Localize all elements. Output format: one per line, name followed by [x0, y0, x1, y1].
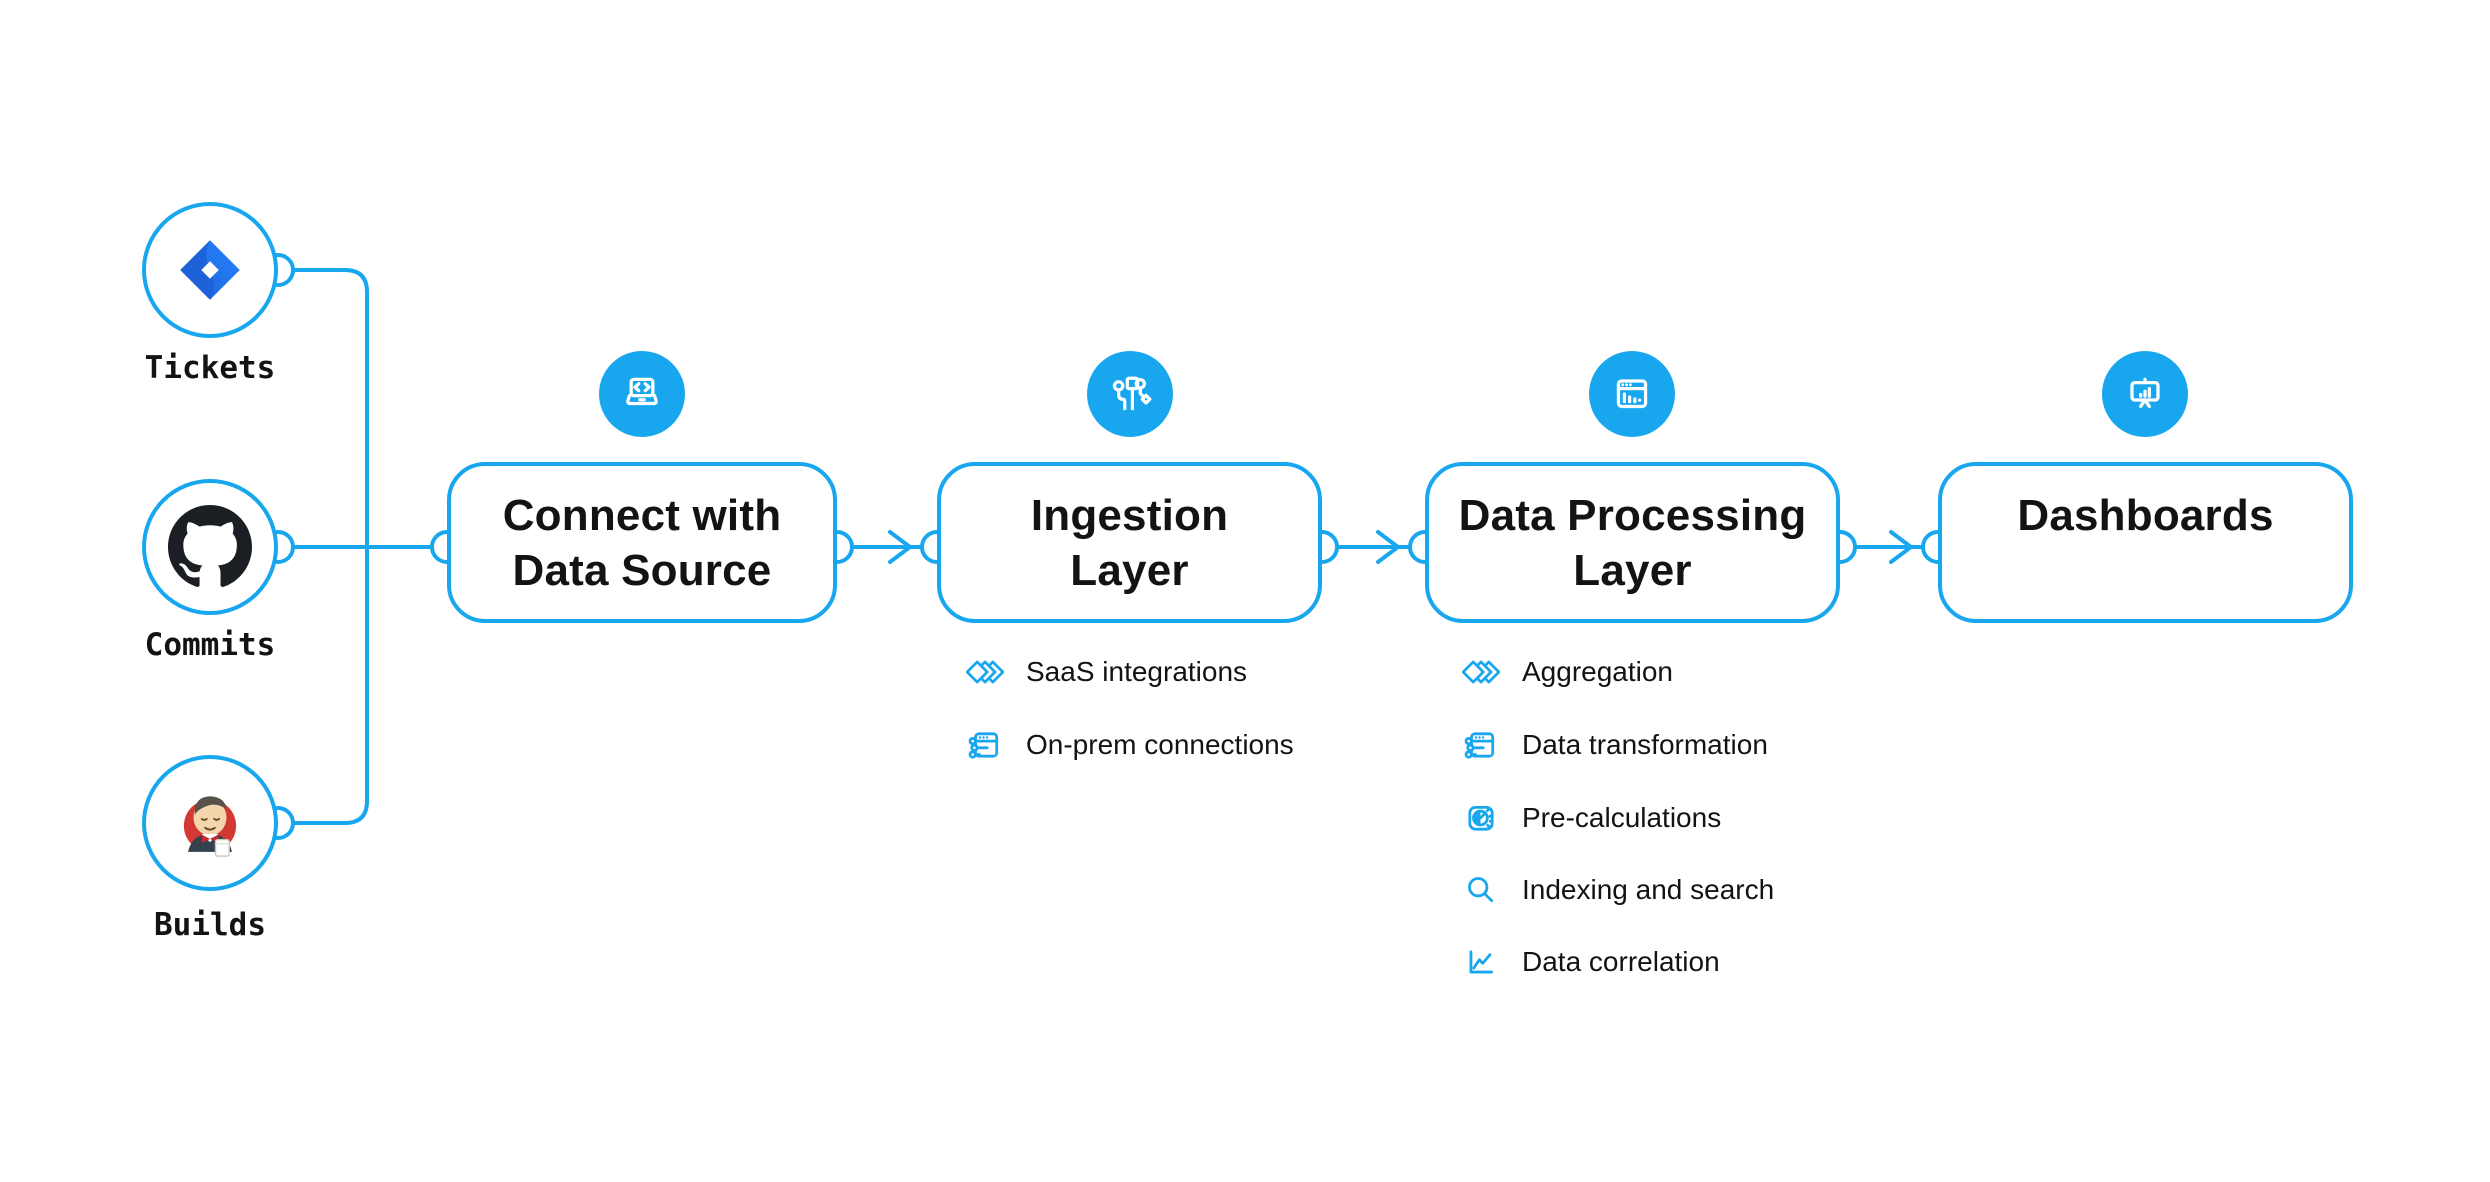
feature-onprem-connections: On-prem connections [966, 725, 1294, 765]
window-chart-icon [1616, 379, 1648, 409]
feature-data-correlation: Data correlation [1462, 942, 1720, 982]
feature-saas-integrations: SaaS integrations [966, 652, 1247, 692]
stage-box-ingestion: Ingestion Layer [937, 462, 1322, 623]
badge-dashboards [2102, 351, 2188, 437]
feature-aggregation: Aggregation [1462, 652, 1673, 692]
presentation-chart-icon [2130, 377, 2160, 409]
feature-label: Pre-calculations [1522, 802, 1722, 833]
stage-title-connect: Connect with Data Source [502, 491, 782, 595]
source-node-tickets [142, 202, 278, 338]
feature-pre-calculations: Pre-calculations [1462, 798, 1721, 838]
stage-title-dashboards: Dashboards [2017, 491, 2274, 540]
source-node-commits [142, 479, 278, 615]
arrow-1 [850, 530, 924, 564]
github-icon [168, 505, 252, 587]
feature-label: Data correlation [1522, 946, 1720, 977]
layers-diamonds-icon [1462, 653, 1500, 691]
source-label-commits: Commits [144, 627, 276, 663]
stage-box-connect: Connect with Data Source [447, 462, 837, 623]
gauge-icon [1462, 799, 1500, 837]
layers-diamonds-icon [966, 653, 1004, 691]
jenkins-icon [183, 796, 237, 857]
source-label-builds: Builds [154, 907, 266, 943]
window-sliders-icon [966, 726, 1004, 764]
laptop-code-icon [626, 377, 658, 406]
ingestion-circuit-icon [1112, 376, 1152, 411]
badge-ingestion [1087, 351, 1173, 437]
feature-label: Indexing and search [1522, 874, 1775, 905]
arrow-3 [1853, 530, 1925, 564]
chart-line-icon [1462, 943, 1500, 981]
feature-indexing-search: Indexing and search [1462, 870, 1774, 910]
feature-label: SaaS integrations [1026, 656, 1248, 687]
badge-processing [1589, 351, 1675, 437]
window-sliders-icon [1462, 726, 1500, 764]
source-label-tickets: Tickets [144, 350, 276, 386]
badge-connect [599, 351, 685, 437]
feature-label: On-prem connections [1026, 729, 1294, 760]
feature-label: Data transformation [1522, 729, 1768, 760]
stage-title-processing: Data Processing Layer [1458, 491, 1807, 595]
search-icon [1462, 871, 1500, 909]
feature-data-transformation: Data transformation [1462, 725, 1768, 765]
source-node-builds [142, 755, 278, 891]
stage-title-ingestion: Ingestion Layer [1030, 491, 1229, 595]
arrow-2 [1335, 530, 1412, 564]
jira-icon [180, 240, 240, 300]
stage-box-processing: Data Processing Layer [1425, 462, 1840, 623]
feature-label: Aggregation [1522, 656, 1674, 687]
stage-box-dashboards: Dashboards [1938, 462, 2353, 623]
